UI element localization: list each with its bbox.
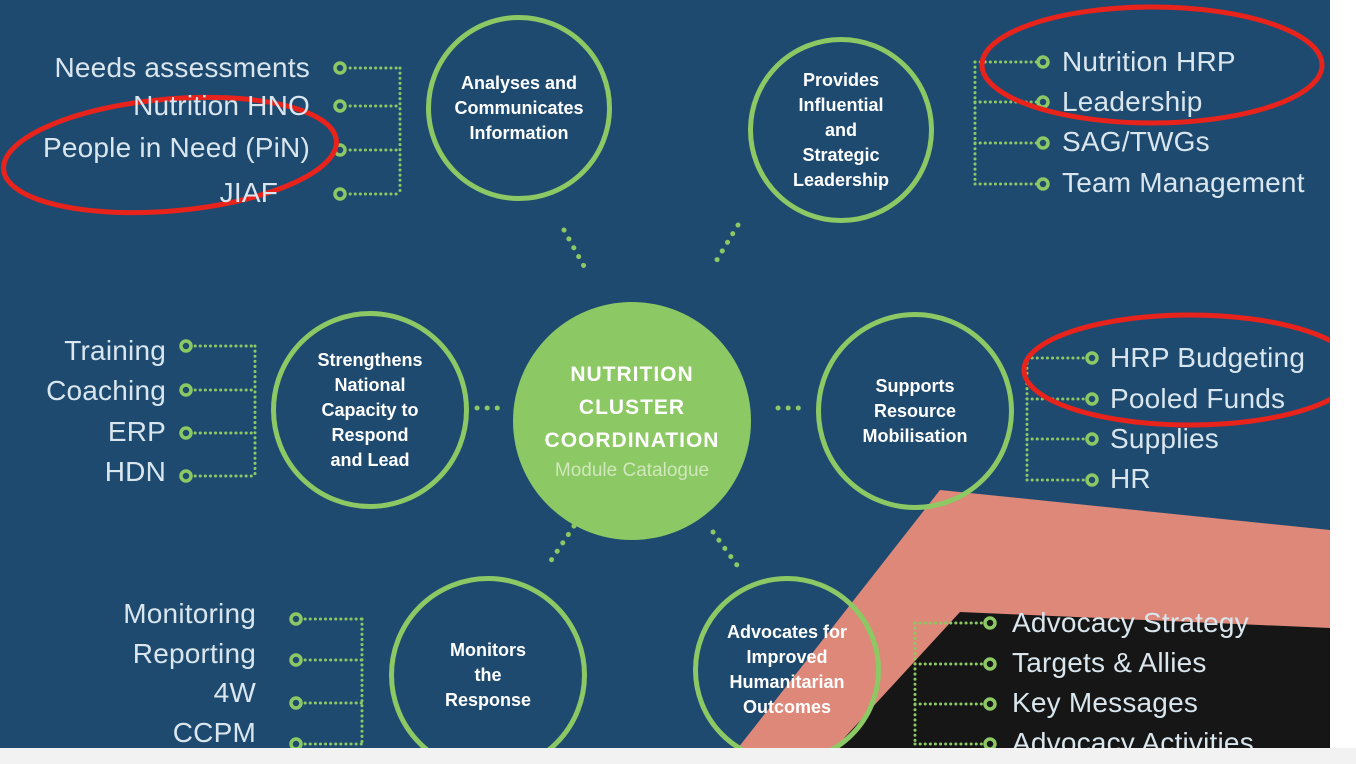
list-item-analyses: Nutrition HNO [133,90,310,121]
node-line: Strengthens [317,349,423,370]
node-line: Response [444,689,532,710]
node-line: and [824,119,857,140]
right-margin [1330,0,1356,764]
node-line: National [334,374,406,395]
list-item-resource: Pooled Funds [1110,383,1286,414]
node-line: Improved [746,647,828,667]
node-line: Respond [331,424,409,445]
node-line: Resource [873,400,957,421]
bullet-ring [333,61,347,75]
bottom-margin [0,748,1356,764]
connector-advocates [710,529,745,575]
list-item-capacity: Training [64,335,166,366]
list-item-capacity: Coaching [46,375,166,406]
node-line: Capacity to [321,399,419,420]
connector-analyses [561,227,588,271]
diagram-artwork [1,4,1330,748]
list-item-monitors: 4W [213,677,256,708]
connector-leadership [709,222,741,271]
center-title-line: NUTRITION [570,362,694,386]
node-line: Mobilisation [862,425,968,446]
list-item-monitors: CCPM [172,717,256,748]
list-item-resource: Supplies [1110,423,1220,454]
list-item-analyses: JIAF [219,177,278,208]
list-item-monitors: Reporting [132,638,256,669]
list-item-leadership: Nutrition HRP [1062,46,1236,77]
diagram-canvas: NUTRITION CLUSTER COORDINATION Module Ca… [0,0,1330,748]
center-circle: NUTRITION CLUSTER COORDINATION Module Ca… [513,302,751,540]
node-line: Strategic [802,144,880,165]
list-item-capacity: HDN [104,456,166,487]
center-subtitle: Module Catalogue [554,459,710,481]
node-line: Advocates for [726,622,848,642]
node-line: Provides [802,69,880,90]
node-line: Leadership [792,169,890,190]
list-item-capacity: ERP [107,416,166,447]
bullet-ring [983,616,997,630]
center-title-line: CLUSTER [578,395,686,419]
bullet-ring [179,339,193,353]
node-line: Analyses and [460,72,578,93]
highlight-ellipse-hrp-budgeting [1021,312,1330,428]
dark-background-shape [835,612,1330,748]
node-line: and Lead [330,449,410,470]
bullet-ring [1085,351,1099,365]
node-line: Humanitarian [729,672,845,692]
list-item-leadership: Team Management [1062,167,1305,198]
list-item-monitors: Monitoring [123,598,256,629]
list-item-resource: HRP Budgeting [1110,342,1306,373]
node-line: Influential [798,94,884,115]
list-item-leadership: SAG/TWGs [1062,126,1210,157]
list-item-advocates: Key Messages [1012,687,1199,718]
list-item-advocates: Advocacy Activities [1012,727,1254,748]
bullet-ring [1036,55,1050,69]
list-item-advocates: Advocacy Strategy [1012,607,1249,638]
bullet-ring [289,612,303,626]
list-item-advocates: Targets & Allies [1012,647,1207,678]
list-item-analyses: People in Need (PiN) [42,132,310,163]
center-title-line: COORDINATION [544,428,720,452]
highlight-ellipse-nutrition-hrp [979,4,1325,126]
node-line: Supports [875,375,955,396]
node-line: Information [469,122,569,143]
node-line: Communicates [454,97,584,118]
list-item-analyses: Needs assessments [54,52,310,83]
node-line: the [474,664,502,685]
list-item-resource: HR [1110,463,1151,494]
connector-monitors [543,523,577,571]
node-line: Outcomes [742,697,831,717]
highlight-ellipse-pin [1,94,339,216]
node-line: Monitors [450,639,526,660]
list-item-leadership: Leadership [1062,86,1203,117]
